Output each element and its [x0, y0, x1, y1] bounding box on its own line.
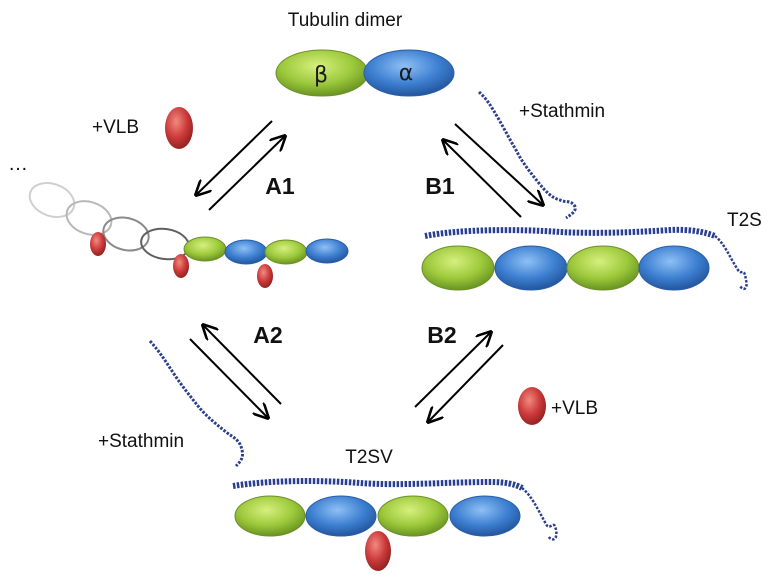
- vinblastine-top: [165, 107, 193, 149]
- vinblastine-bound: [173, 254, 189, 278]
- arrow-a2-forward: [189, 338, 268, 418]
- ellipsis: …: [8, 153, 28, 175]
- beta-tubulin: [566, 245, 640, 291]
- vlb-label-bottom: +VLB: [551, 398, 598, 419]
- alpha-tubulin: [363, 49, 455, 97]
- stathmin-label-bottom: +Stathmin: [98, 431, 184, 452]
- vinblastine-bottom: [518, 387, 546, 425]
- alpha-tubulin: [449, 495, 521, 537]
- alpha-tubulin: [224, 239, 268, 265]
- curved-protofilament: [28, 182, 349, 288]
- beta-tubulin: [377, 495, 449, 537]
- alpha-tubulin: [305, 238, 349, 264]
- t2sv-label: T2SV: [345, 447, 393, 468]
- alpha-tubulin: [638, 245, 710, 291]
- alpha-symbol: α: [399, 61, 414, 86]
- beta-tubulin: [234, 495, 306, 537]
- tubulin-dimer-top: β α: [275, 49, 455, 97]
- vinblastine-bound: [365, 531, 391, 571]
- t2sv-complex: [232, 478, 558, 571]
- step-b1-label: B1: [425, 173, 455, 199]
- title-tubulin-dimer: Tubulin dimer: [288, 10, 403, 31]
- arrow-b2-reverse: [428, 344, 504, 422]
- step-a2-label: A2: [253, 322, 282, 348]
- vinblastine-bound: [90, 232, 106, 256]
- stathmin-helix-t2s: [424, 226, 717, 239]
- t2s-label: T2S: [727, 210, 762, 231]
- stathmin-helix-t2sv: [232, 478, 524, 491]
- arrow-b1-forward: [454, 123, 543, 205]
- stathmin-label-top: +Stathmin: [519, 101, 605, 122]
- alpha-tubulin: [305, 495, 377, 537]
- arrow-a2-reverse: [203, 325, 282, 405]
- arrow-a1-reverse: [208, 136, 285, 211]
- vinblastine-bound: [257, 264, 273, 288]
- protofilament-ring: [102, 216, 150, 252]
- t2s-complex: [421, 226, 748, 291]
- arrow-b2-forward: [414, 332, 491, 408]
- stathmin-tail-t2s: [714, 235, 748, 291]
- beta-tubulin: [183, 236, 227, 262]
- beta-tubulin: [421, 245, 495, 291]
- vlb-label-top: +VLB: [92, 117, 139, 138]
- protofilament-ring: [28, 182, 76, 218]
- step-a1-label: A1: [265, 173, 295, 199]
- arrow-b1-reverse: [443, 140, 522, 218]
- arrows: [189, 120, 543, 422]
- stathmin-helix-top: [477, 90, 577, 220]
- alpha-tubulin: [494, 245, 568, 291]
- beta-tubulin: [264, 239, 308, 265]
- stathmin-helix-bottom: [148, 339, 244, 468]
- protofilament-ring: [65, 200, 113, 236]
- step-b2-label: B2: [427, 322, 456, 348]
- beta-symbol: β: [314, 63, 328, 88]
- arrow-a1-forward: [196, 120, 273, 195]
- stathmin-tail-t2sv: [521, 487, 558, 541]
